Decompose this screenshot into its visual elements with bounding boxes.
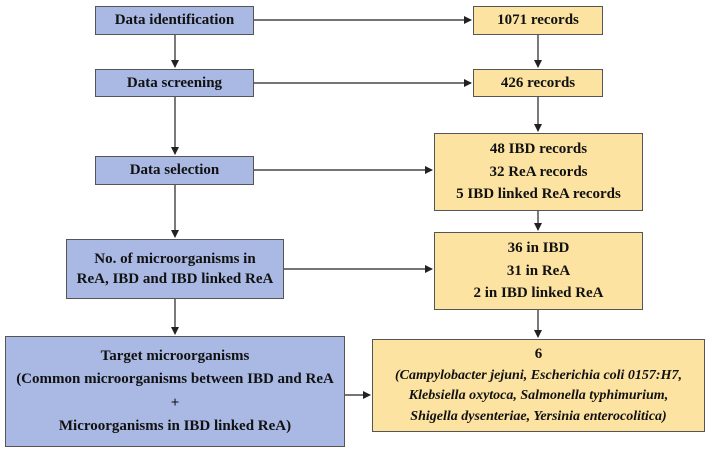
final-count: 6	[534, 346, 543, 363]
data-selection-label: Data selection	[129, 162, 220, 179]
final-organisms-box: 6 (Campylobacter jejuni, Escherichia col…	[372, 339, 705, 432]
target-line2: (Common microorganisms between IBD and R…	[16, 371, 334, 388]
data-selection-box: Data selection	[95, 156, 254, 185]
selected-ibd-records: 48 IBD records	[489, 141, 588, 158]
selected-rea-records: 32 ReA records	[489, 163, 588, 180]
target-microorganisms-box: Target microorganisms (Common microorgan…	[5, 336, 345, 447]
count-in-ibd: 36 in IBD	[507, 240, 570, 257]
final-organisms-line2: Klebsiella oxytoca, Salmonella typhimuri…	[408, 388, 669, 404]
count-in-linked: 2 in IBD linked ReA	[473, 285, 604, 302]
records-426-box: 426 records	[473, 69, 603, 97]
microorganism-count-line2: ReA, IBD and IBD linked ReA	[76, 271, 274, 287]
records-1071-label: 1071 records	[497, 12, 579, 29]
microorganism-count-line1: No. of microorganisms in	[94, 250, 256, 267]
target-title: Target microorganisms	[100, 348, 250, 364]
microorganism-results-box: 36 in IBD 31 in ReA 2 in IBD linked ReA	[434, 232, 643, 310]
target-plus: +	[170, 394, 180, 411]
data-screening-box: Data screening	[95, 69, 254, 97]
count-in-rea: 31 in ReA	[506, 262, 571, 279]
target-line4: Microorganisms in IBD linked ReA)	[58, 417, 292, 434]
data-identification-label: Data identification	[114, 12, 235, 29]
selected-records-box: 48 IBD records 32 ReA records 5 IBD link…	[434, 133, 643, 211]
selected-linked-records: 5 IBD linked ReA records	[456, 186, 621, 203]
microorganism-count-box: No. of microorganisms in ReA, IBD and IB…	[66, 239, 284, 299]
records-1071-box: 1071 records	[473, 6, 603, 35]
data-screening-label: Data screening	[126, 74, 223, 91]
data-identification-box: Data identification	[95, 6, 254, 35]
records-426-label: 426 records	[500, 74, 576, 91]
final-organisms-line1: (Campylobacter jejuni, Escherichia coli …	[395, 367, 682, 383]
final-organisms-line3: Shigella dysenteriae, Yersinia enterocol…	[410, 408, 667, 424]
